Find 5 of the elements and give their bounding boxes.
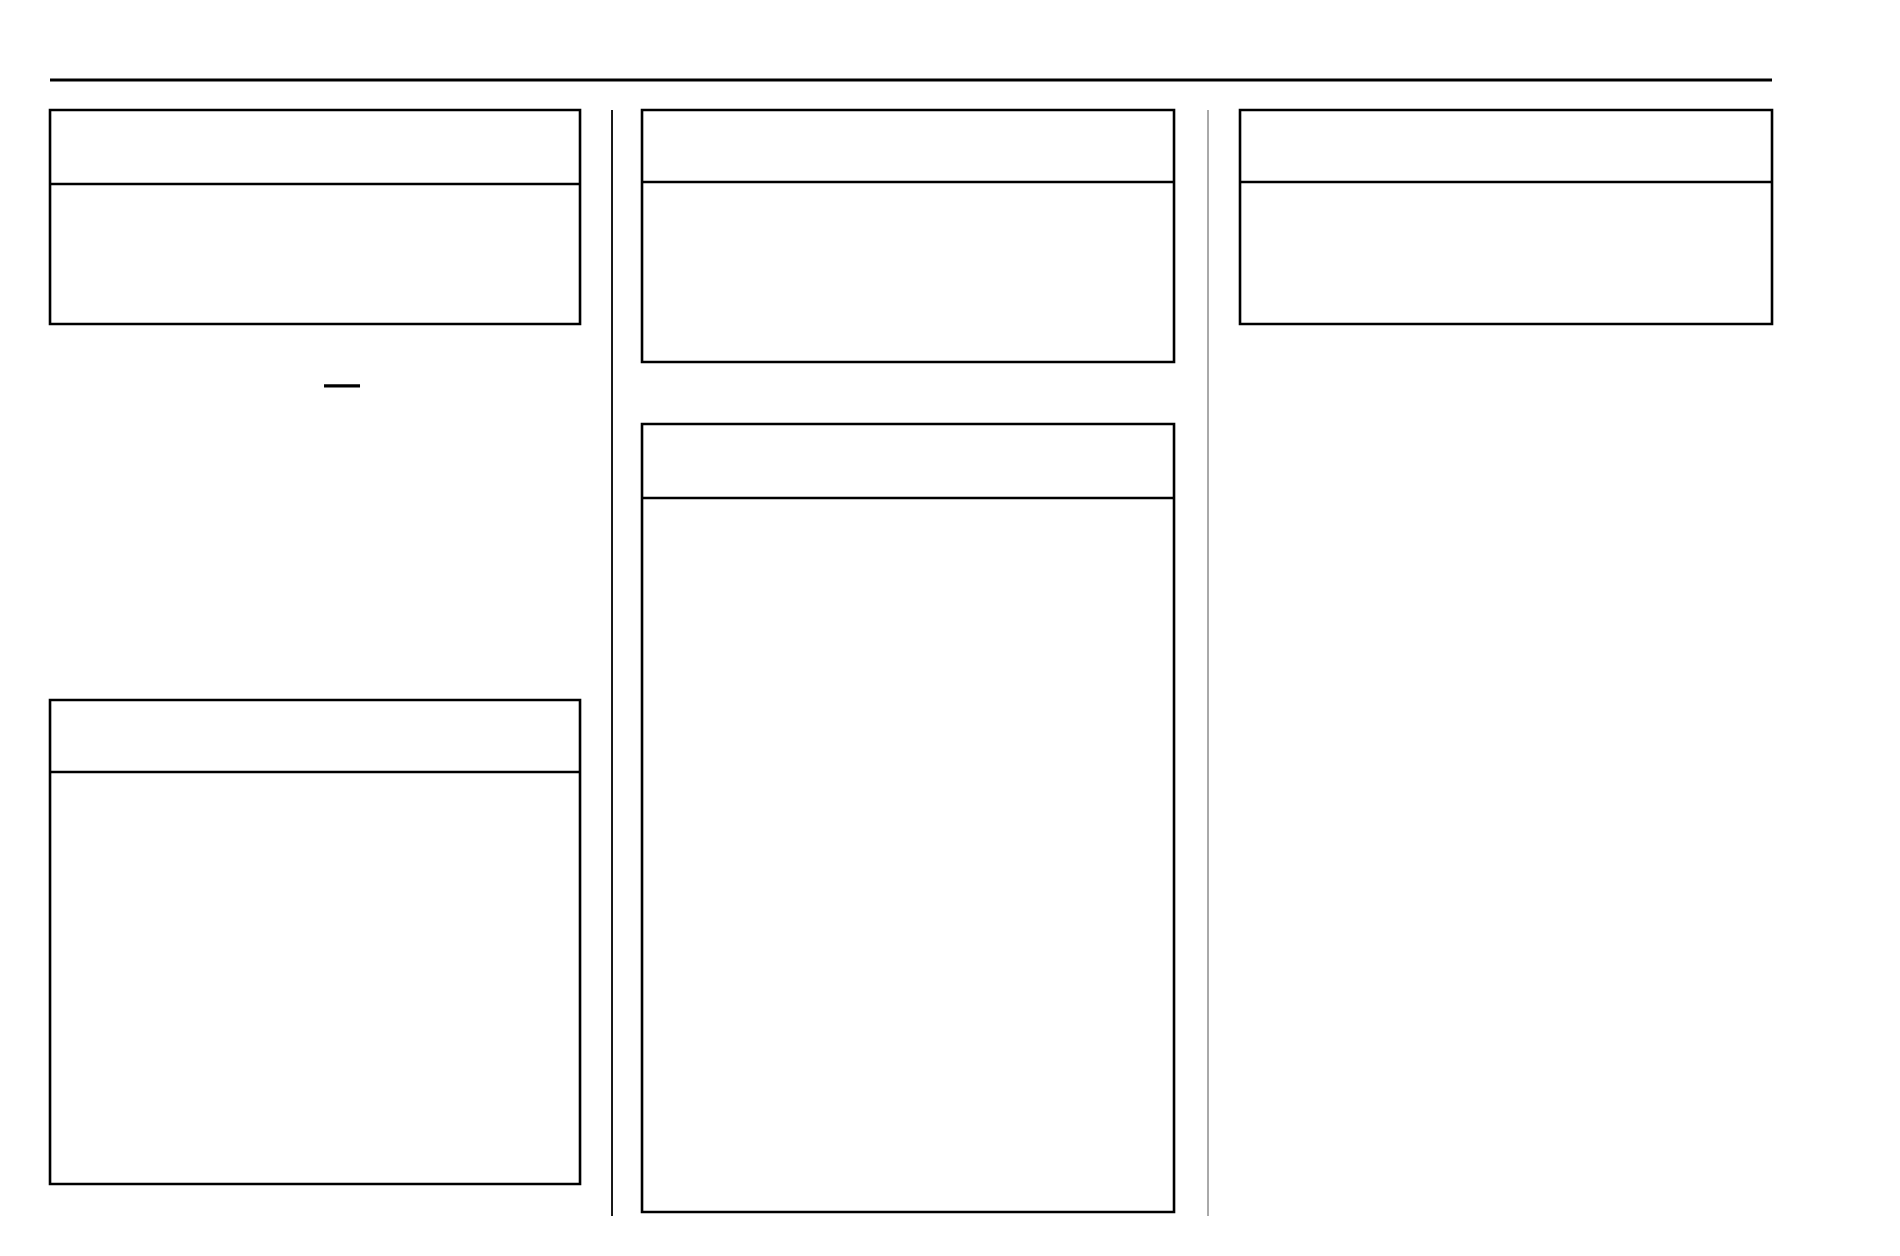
panel-box [48,108,582,326]
panel-box [1238,108,1774,326]
panel-box [48,698,582,1186]
panel-box [640,108,1176,364]
panel-box [640,422,1176,1214]
